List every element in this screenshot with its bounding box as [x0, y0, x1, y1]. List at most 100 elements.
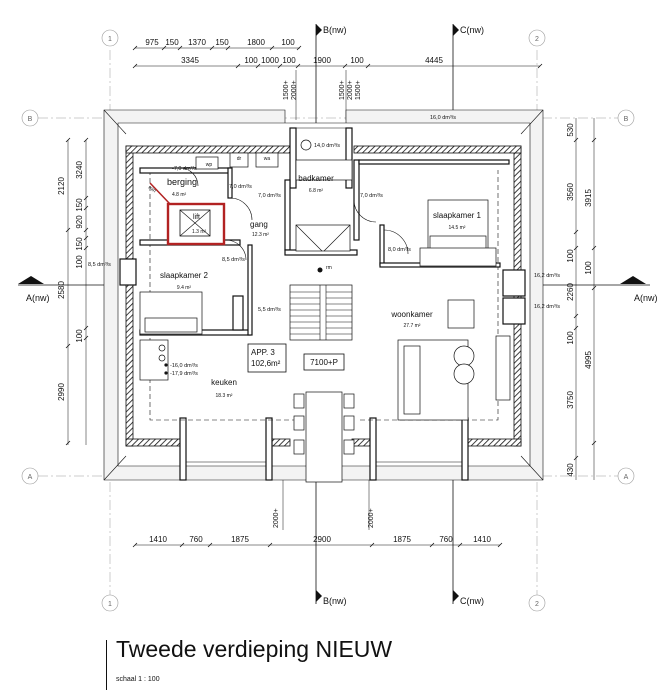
svg-text:16,2 dm³/s: 16,2 dm³/s: [534, 304, 560, 310]
svg-text:100: 100: [566, 249, 575, 263]
right-dimensions: 530 3560 100 2260 100 3750 430 3915 100 …: [566, 118, 597, 480]
door-swings: [179, 167, 409, 261]
fixture-wp: wp: [206, 162, 213, 168]
svg-text:100: 100: [75, 255, 84, 269]
fixture-rm: rm: [326, 265, 332, 271]
svg-text:3750: 3750: [566, 391, 575, 409]
svg-text:1: 1: [108, 36, 112, 43]
svg-text:2990: 2990: [57, 383, 66, 401]
svg-text:150: 150: [165, 38, 179, 47]
svg-text:3240: 3240: [75, 161, 84, 179]
svg-text:8,5 dm³/s: 8,5 dm³/s: [222, 257, 245, 263]
grid-marker-b-left: B: [21, 109, 39, 127]
svg-text:100: 100: [244, 56, 258, 65]
svg-text:100: 100: [75, 329, 84, 343]
svg-text:-7,0 dm³/s: -7,0 dm³/s: [172, 166, 197, 172]
svg-text:2260: 2260: [566, 283, 575, 301]
top-dimensions: 975 150 1370 150 1800 100 3345 100 1000 …: [132, 38, 543, 120]
svg-text:1500+: 1500+: [283, 80, 290, 100]
svg-text:1875: 1875: [393, 535, 411, 544]
bottom-dimensions: 1410 760 1875 2900 1875 760 1410 2000+ 2…: [132, 480, 503, 548]
room-name-woonkamer: woonkamer: [390, 310, 433, 319]
svg-text:A: A: [28, 474, 33, 481]
room-area-woonkamer: 27.7 m²: [404, 323, 421, 329]
svg-text:100: 100: [584, 261, 593, 275]
svg-text:430: 430: [566, 463, 575, 477]
room-name-slaapkamer-1: slaapkamer 1: [433, 211, 482, 220]
svg-text:-16,0 dm³/s: -16,0 dm³/s: [170, 363, 198, 369]
svg-text:100: 100: [282, 56, 296, 65]
svg-text:1: 1: [108, 601, 112, 608]
svg-text:975: 975: [145, 38, 159, 47]
svg-text:1875: 1875: [231, 535, 249, 544]
room-name-berging: berging: [167, 177, 197, 187]
apartment-box: [247, 343, 287, 373]
svg-text:B: B: [624, 116, 629, 123]
room-area-gang: 12.3 m²: [252, 232, 269, 238]
svg-text:8,5 dm³/s: 8,5 dm³/s: [88, 262, 111, 268]
svg-text:3560: 3560: [566, 183, 575, 201]
svg-text:2120: 2120: [57, 177, 66, 195]
svg-text:920: 920: [75, 215, 84, 229]
bed-slaapkamer-1: [419, 199, 497, 267]
svg-text:7,0 dm³/s: 7,0 dm³/s: [360, 193, 383, 199]
svg-text:2000+: 2000+: [347, 80, 354, 100]
svg-text:150: 150: [75, 237, 84, 251]
svg-text:100: 100: [350, 56, 364, 65]
room-area-berging: 4.8 m²: [172, 192, 187, 198]
svg-text:2900: 2900: [313, 535, 331, 544]
svg-text:A(nw): A(nw): [634, 293, 658, 303]
svg-text:4445: 4445: [425, 56, 443, 65]
drawing-title: Tweede verdieping NIEUW: [116, 636, 393, 662]
grid-marker-a-left: A: [21, 467, 39, 485]
svg-text:5,5 dm³/s: 5,5 dm³/s: [258, 307, 281, 313]
svg-text:14,0 dm³/s: 14,0 dm³/s: [314, 143, 340, 149]
fixture-min: min: [147, 185, 157, 195]
fixture-wa: wa: [264, 156, 271, 162]
svg-text:100: 100: [566, 331, 575, 345]
room-area-slaapkamer-2: 9.4 m²: [177, 285, 192, 291]
svg-text:16,0 dm³/s: 16,0 dm³/s: [430, 115, 456, 121]
svg-text:100: 100: [281, 38, 295, 47]
svg-text:A: A: [624, 474, 629, 481]
room-name-lift: lift: [193, 214, 200, 221]
svg-text:530: 530: [566, 123, 575, 137]
grid-marker-1-top: 1: [101, 29, 119, 47]
svg-text:2000+: 2000+: [273, 508, 280, 528]
room-name-gang: gang: [250, 220, 268, 229]
grid-marker-2-bottom: 2: [528, 594, 546, 612]
svg-text:1800: 1800: [247, 38, 265, 47]
svg-text:B(nw): B(nw): [323, 25, 347, 35]
svg-text:3345: 3345: [181, 56, 199, 65]
airflow-labels: -7,0 dm³/s 7,0 dm³/s 7,0 dm³/s 7,0 dm³/s…: [88, 115, 560, 377]
svg-text:760: 760: [439, 535, 453, 544]
svg-text:8,0 dm³/s: 8,0 dm³/s: [388, 247, 411, 253]
svg-text:150: 150: [75, 198, 84, 212]
kitchen-counter: [139, 339, 169, 381]
svg-text:1500+: 1500+: [339, 80, 346, 100]
svg-text:B: B: [28, 116, 33, 123]
svg-text:1900: 1900: [313, 56, 331, 65]
staircase: [289, 224, 353, 341]
dining-table: [293, 391, 355, 483]
svg-text:2000+: 2000+: [368, 508, 375, 528]
grid-marker-2-top: 2: [528, 29, 546, 47]
scale-label: schaal 1 : 100: [116, 676, 160, 683]
svg-text:1410: 1410: [149, 535, 167, 544]
living-room-furniture: [397, 299, 511, 421]
svg-text:760: 760: [189, 535, 203, 544]
left-dimensions: 2120 2580 2990 3240 150 920 150 100 100: [57, 137, 89, 446]
fixture-dr: dr: [237, 156, 242, 162]
svg-text:A(nw): A(nw): [26, 293, 50, 303]
svg-text:B(nw): B(nw): [323, 596, 347, 606]
svg-text:1500+: 1500+: [355, 80, 362, 100]
svg-text:C(nw): C(nw): [460, 596, 484, 606]
svg-text:16,2 dm³/s: 16,2 dm³/s: [534, 273, 560, 279]
svg-text:1410: 1410: [473, 535, 491, 544]
svg-text:2580: 2580: [57, 281, 66, 299]
grid-marker-a-right: A: [617, 467, 635, 485]
grid-marker-b-right: B: [617, 109, 635, 127]
svg-text:1000: 1000: [261, 56, 279, 65]
lift-shaft: [149, 182, 226, 246]
